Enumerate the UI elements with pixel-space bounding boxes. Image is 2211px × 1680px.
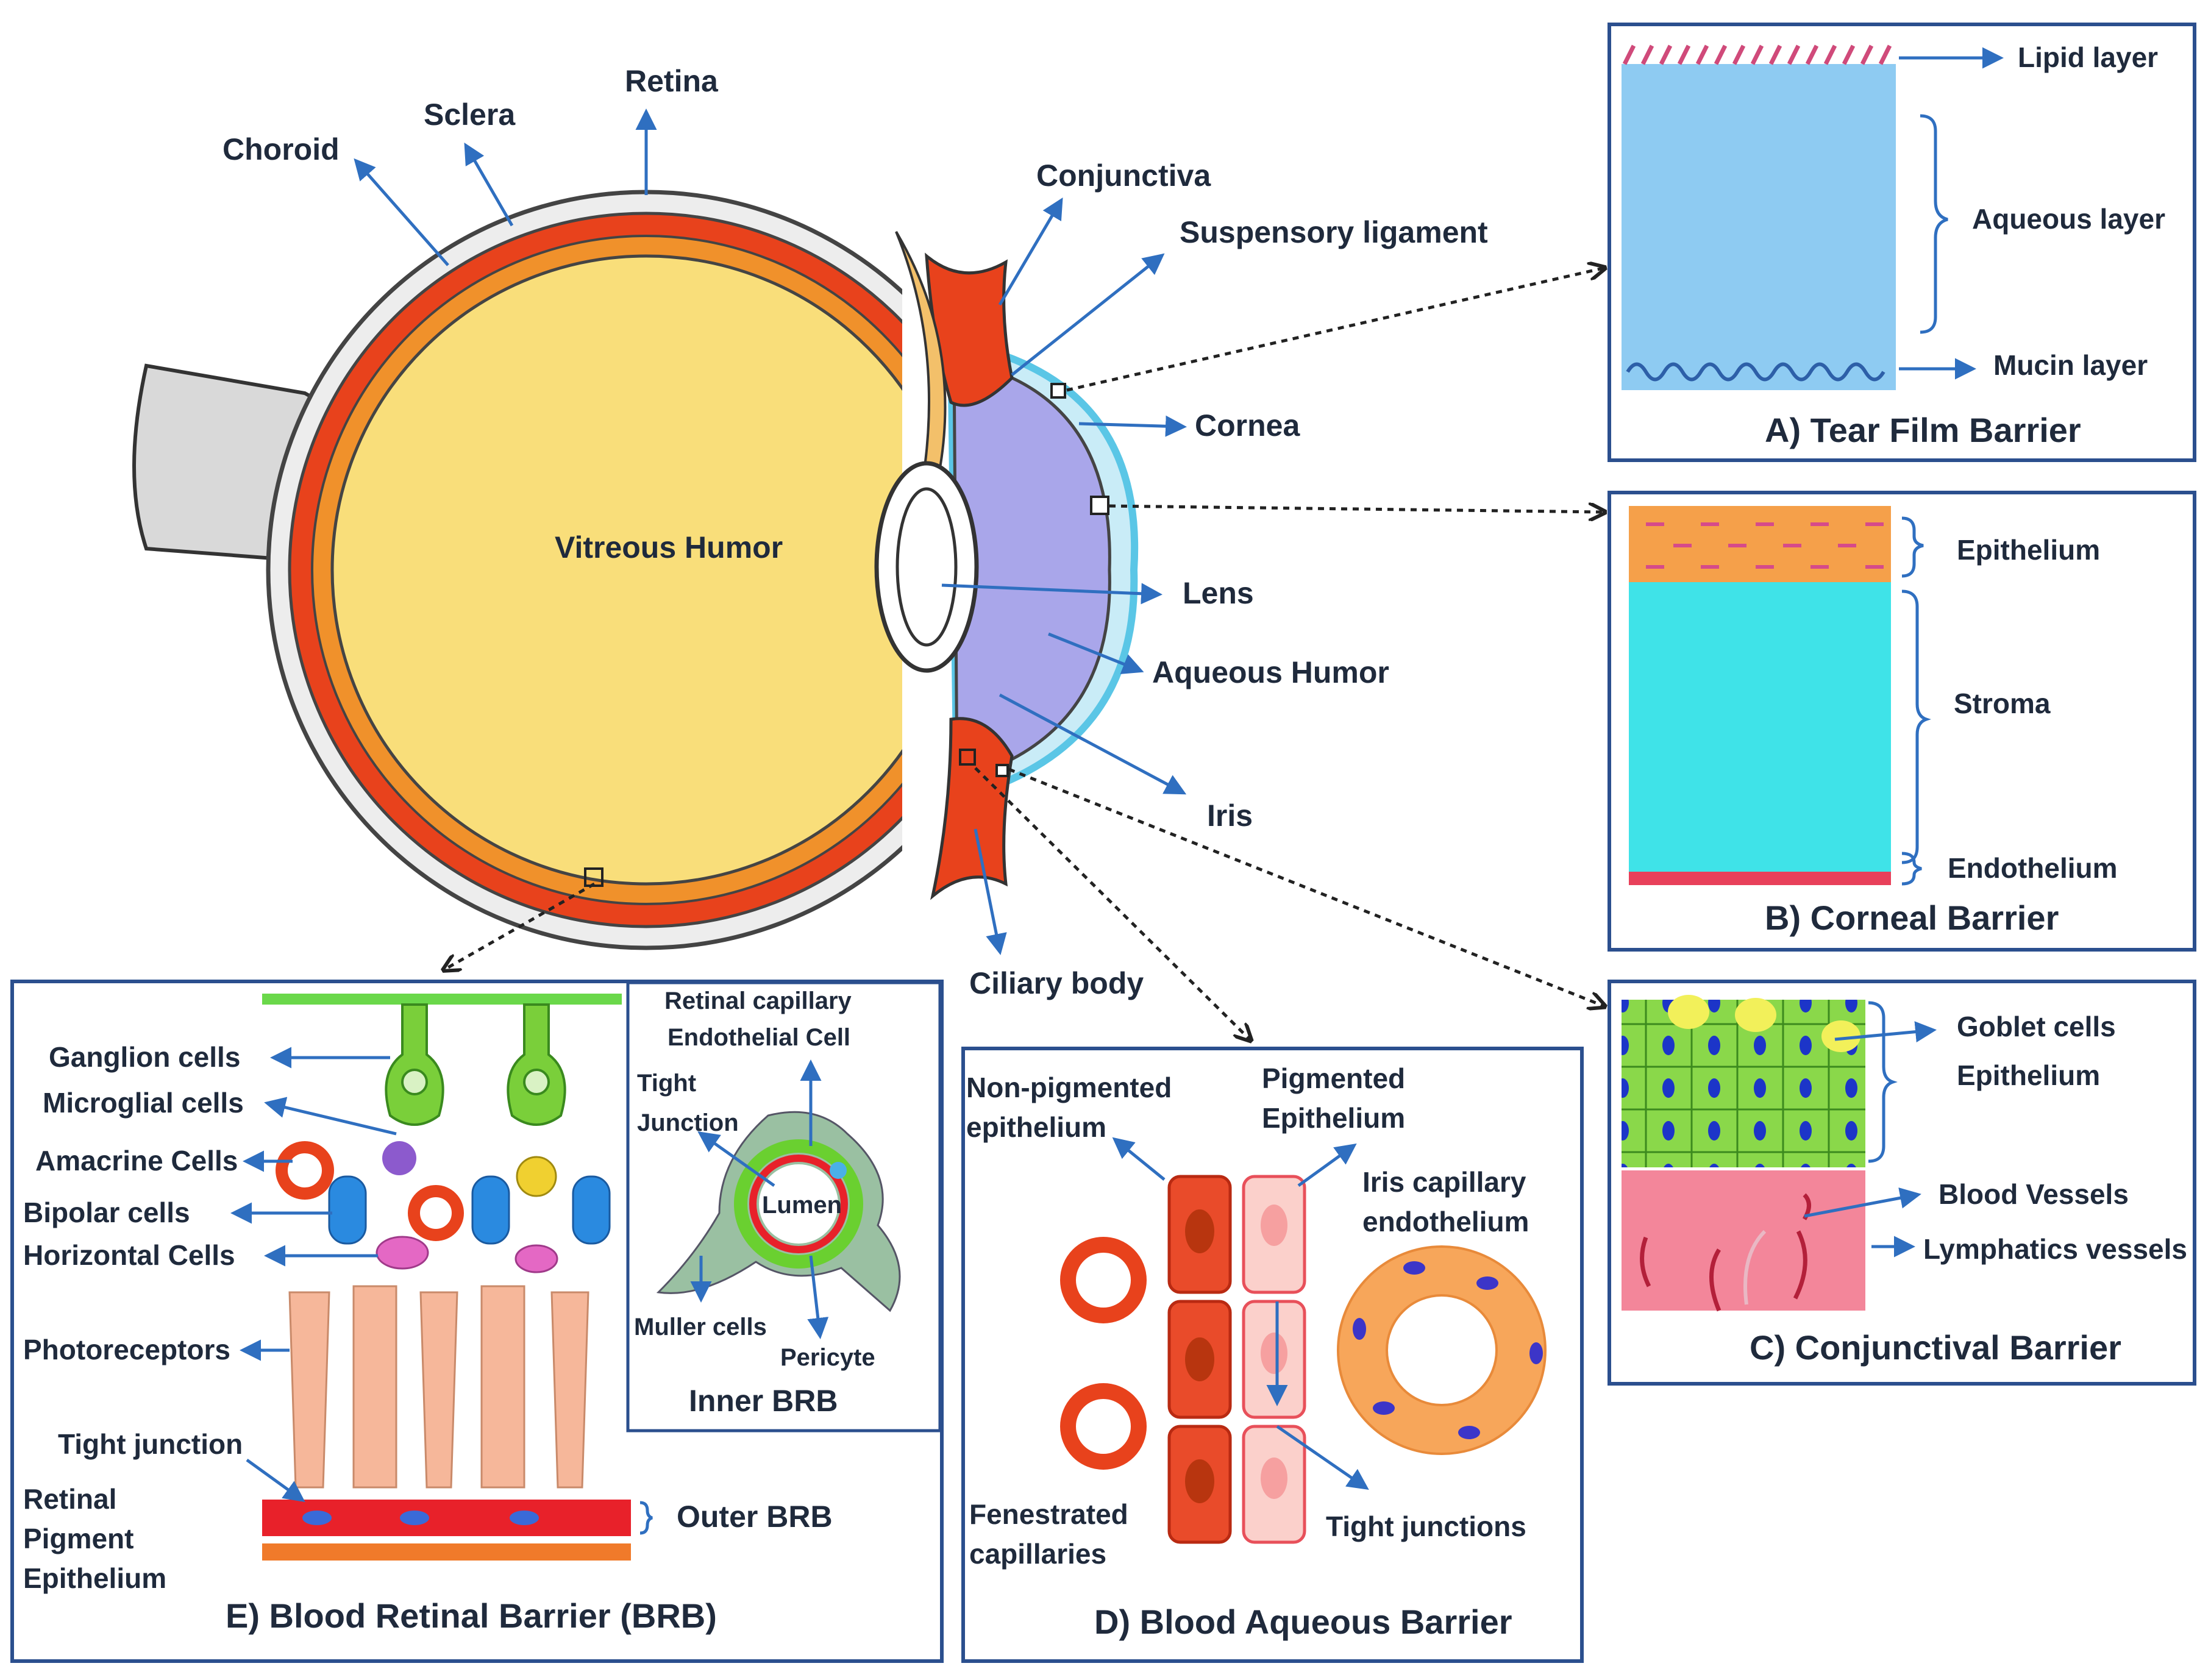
- lens: [874, 461, 979, 673]
- ganglion-cells: [385, 1003, 566, 1126]
- panel-blood-aqueous: Non-pigmented epithelium Pigmented Epith…: [961, 1047, 1584, 1663]
- label-corneal-endothelium: Endothelium: [1948, 852, 2118, 884]
- tear-film-title: A) Tear Film Barrier: [1765, 411, 2081, 449]
- label-corneal-stroma: Stroma: [1954, 688, 2051, 719]
- label-aqueous-layer: Aqueous layer: [1972, 203, 2165, 235]
- label-bipolar-cells: Bipolar cells: [23, 1197, 190, 1228]
- label-microglial-cells: Microglial cells: [43, 1087, 244, 1119]
- label-retinal-capillary-1: Retinal capillary: [664, 988, 852, 1014]
- label-muller-cells: Muller cells: [634, 1314, 767, 1340]
- blood-retinal-title: E) Blood Retinal Barrier (BRB): [226, 1596, 717, 1635]
- label-choroid: Choroid: [223, 132, 340, 166]
- mucin-squiggles: [1626, 362, 1885, 382]
- blood-aqueous-title: D) Blood Aqueous Barrier: [1094, 1603, 1512, 1641]
- label-tight-2: Junction: [637, 1109, 739, 1136]
- label-retina: Retina: [625, 64, 719, 98]
- label-photoreceptors: Photoreceptors: [23, 1334, 230, 1365]
- conjunctival-vessel-block: [1622, 1170, 1865, 1311]
- label-lens: Lens: [1183, 576, 1254, 610]
- panel-corneal: Epithelium Stroma Endothelium B) Corneal…: [1608, 491, 2196, 952]
- label-tight-junction: Tight junction: [58, 1428, 243, 1460]
- label-mucin-layer: Mucin layer: [1993, 349, 2148, 381]
- label-goblet-cells: Goblet cells: [1957, 1011, 2116, 1042]
- panel-blood-retinal: Lumen Retinal capillary Endothelial Cell…: [10, 980, 944, 1663]
- label-pigmented-1: Pigmented: [1262, 1062, 1405, 1094]
- label-conjunctiva: Conjunctiva: [1036, 158, 1211, 193]
- panel-conjunctival: Goblet cells Epithelium Blood Vessels Ly…: [1608, 980, 2196, 1386]
- fenestrated-capillaries: [1060, 1237, 1147, 1470]
- label-conjunctival-epithelium: Epithelium: [1957, 1059, 2100, 1091]
- eye-cross-section: [132, 190, 1139, 950]
- label-iris-capillary-2: endothelium: [1362, 1206, 1529, 1237]
- connector-arrows: [442, 268, 1603, 1204]
- label-blood-vessels: Blood Vessels: [1939, 1178, 2129, 1210]
- ciliary-body-lower: [930, 717, 1014, 900]
- label-suspensory-ligament: Suspensory ligament: [1180, 215, 1488, 249]
- horizontal-cells: [376, 1236, 558, 1273]
- label-iris-capillary-1: Iris capillary: [1362, 1166, 1526, 1198]
- corneal-stroma-block: [1629, 582, 1891, 872]
- non-pigmented-cells: [1167, 1175, 1232, 1544]
- label-retinal-capillary-2: Endothelial Cell: [668, 1024, 850, 1051]
- label-non-pigmented-2: epithelium: [966, 1111, 1106, 1143]
- iris-capillary: [1338, 1247, 1545, 1454]
- tear-aqueous-block: [1622, 64, 1896, 390]
- label-non-pigmented-1: Non-pigmented: [966, 1072, 1172, 1103]
- inner-brb-title: Inner BRB: [689, 1384, 838, 1418]
- label-iris: Iris: [1207, 799, 1253, 833]
- label-sclera: Sclera: [424, 98, 516, 132]
- eye-labels: Choroid Sclera Retina Conjunctiva Suspen…: [223, 64, 1488, 1000]
- label-tight-1: Tight: [637, 1070, 696, 1097]
- label-pericyte: Pericyte: [780, 1344, 875, 1371]
- label-lipid-layer: Lipid layer: [2018, 41, 2158, 73]
- bipolar-cells: [328, 1175, 611, 1245]
- label-aqueous-humor: Aqueous Humor: [1152, 655, 1389, 689]
- label-tight-junctions: Tight junctions: [1326, 1511, 1526, 1542]
- aqueous-chamber: [952, 357, 1111, 783]
- label-pigmented-2: Epithelium: [1262, 1102, 1405, 1134]
- lipid-stripes: [1622, 44, 1892, 65]
- corneal-title: B) Corneal Barrier: [1765, 899, 2059, 937]
- label-fenestrated-1: Fenestrated: [969, 1498, 1128, 1530]
- corneal-endothelium-block: [1629, 872, 1891, 885]
- label-lumen: Lumen: [762, 1192, 842, 1219]
- label-fenestrated-2: capillaries: [969, 1538, 1106, 1570]
- label-ciliary-body: Ciliary body: [969, 966, 1144, 1000]
- pigmented-cells: [1242, 1175, 1306, 1544]
- conjunctival-title: C) Conjunctival Barrier: [1750, 1328, 2121, 1367]
- panel-tear-film: Lipid layer Aqueous layer Mucin layer A)…: [1608, 23, 2196, 462]
- label-ganglion-cells: Ganglion cells: [49, 1041, 240, 1073]
- label-rpe-2: Pigment: [23, 1523, 134, 1554]
- label-lymphatics-vessels: Lymphatics vessels: [1923, 1233, 2187, 1265]
- label-outer-brb: Outer BRB: [677, 1500, 833, 1534]
- label-vitreous-humor: Vitreous Humor: [555, 530, 783, 564]
- label-cornea: Cornea: [1195, 408, 1300, 443]
- label-corneal-epithelium: Epithelium: [1957, 534, 2100, 566]
- photoreceptors: [288, 1285, 589, 1489]
- vitreous: [330, 254, 962, 886]
- label-amacrine-cells: Amacrine Cells: [35, 1145, 238, 1176]
- label-horizontal-cells: Horizontal Cells: [23, 1239, 235, 1271]
- label-rpe-1: Retinal: [23, 1483, 116, 1515]
- label-rpe-3: Epithelium: [23, 1562, 166, 1594]
